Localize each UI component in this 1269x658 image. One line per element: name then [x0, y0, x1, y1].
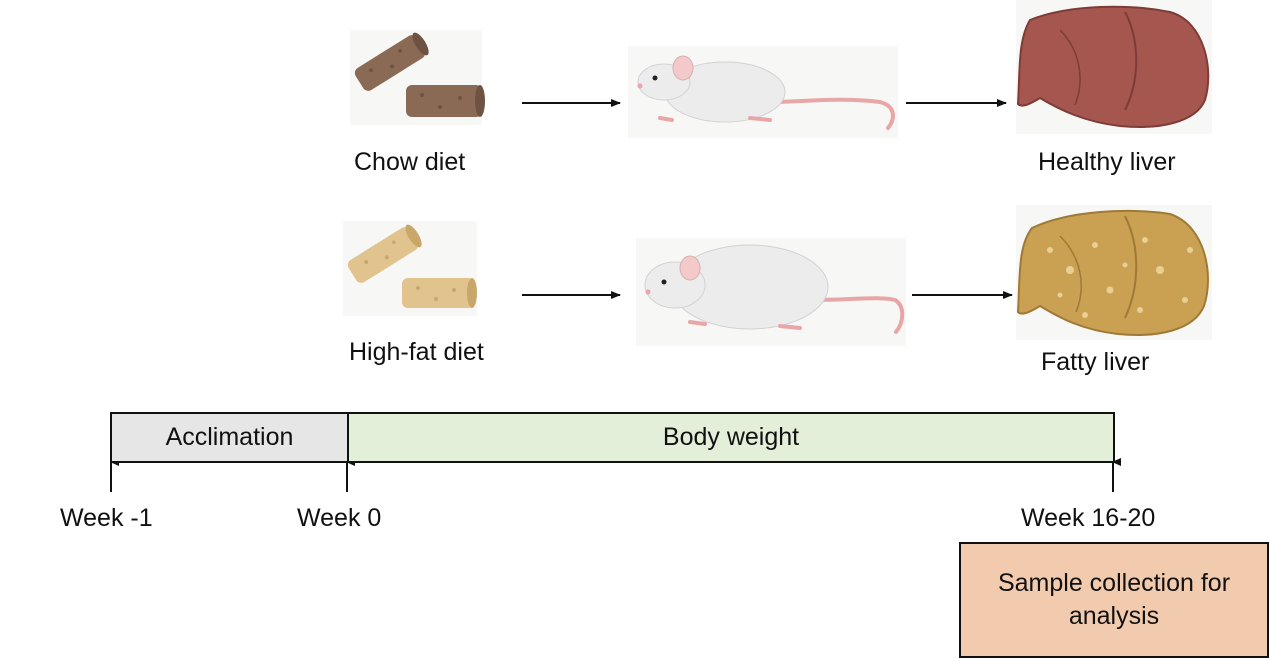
acclimation-phase-bar: Acclimation	[110, 412, 349, 463]
highfat-pellets-icon	[347, 224, 477, 308]
chow-diet-label: Chow diet	[354, 148, 466, 176]
high-fat-diet-label: High-fat diet	[349, 338, 484, 366]
body-weight-phase-bar: Body weight	[347, 412, 1115, 463]
week-16-20-label: Week 16-20	[1021, 504, 1156, 532]
acclimation-label: Acclimation	[165, 423, 294, 451]
healthy-liver-icon	[1016, 5, 1210, 128]
lean-mouse-icon	[637, 55, 895, 130]
chow-pellets-icon	[354, 32, 485, 117]
obese-mouse-icon	[644, 244, 905, 334]
fatty-liver-icon	[1016, 209, 1209, 336]
body-weight-label: Body weight	[662, 423, 800, 451]
sample-collection-text: Sample collection for analysis	[997, 569, 1231, 630]
fatty-liver-label: Fatty liver	[1041, 348, 1150, 376]
sample-collection-box: Sample collection for analysis	[959, 542, 1269, 658]
week-minus1-label: Week -1	[60, 504, 153, 532]
week-0-label: Week 0	[297, 504, 382, 532]
healthy-liver-label: Healthy liver	[1038, 148, 1176, 176]
